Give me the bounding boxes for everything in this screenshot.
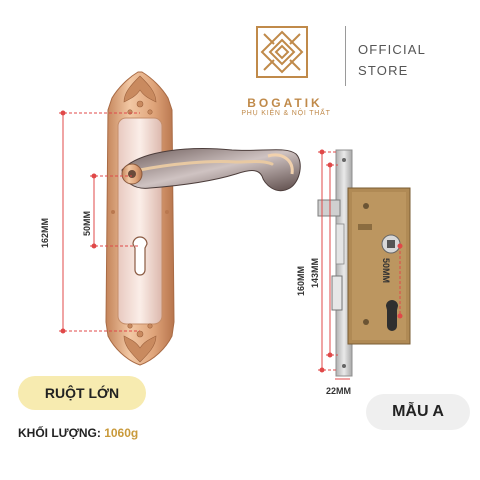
dim-label-lock-backset: 50MM <box>381 258 391 284</box>
dim-label-handle-center: 50MM <box>82 210 92 236</box>
mortise-lock <box>317 149 411 377</box>
official-line-2: STORE <box>358 63 409 78</box>
handle-backplate <box>105 71 175 366</box>
brand-tagline: PHỤ KIỆN & NỘI THẤT <box>241 110 331 117</box>
dim-label-lock-faceplate: 22MM <box>326 386 352 396</box>
dim-label-handle-height: 162MM <box>40 217 50 248</box>
core-size-badge: RUỘT LỚN <box>18 376 146 410</box>
model-badge: MẪU A <box>366 394 470 430</box>
header-divider <box>345 26 346 86</box>
dim-label-lock-total: 160MM <box>296 265 306 296</box>
brand-name: BOGATIK <box>247 96 323 110</box>
handle-dimension-lines <box>59 110 140 334</box>
dim-label-lock-body: 143MM <box>310 257 320 288</box>
handle-lever <box>121 148 301 192</box>
official-store-label: OFFICIAL STORE <box>358 39 426 81</box>
weight-label: KHỐI LƯỢNG: <box>18 426 101 440</box>
lock-dimension-lines <box>318 149 403 380</box>
official-line-1: OFFICIAL <box>358 42 427 57</box>
weight-value: 1060g <box>104 426 139 440</box>
bogatik-logo-icon <box>256 26 308 78</box>
weight-info: KHỐI LƯỢNG: 1060g <box>18 426 138 440</box>
